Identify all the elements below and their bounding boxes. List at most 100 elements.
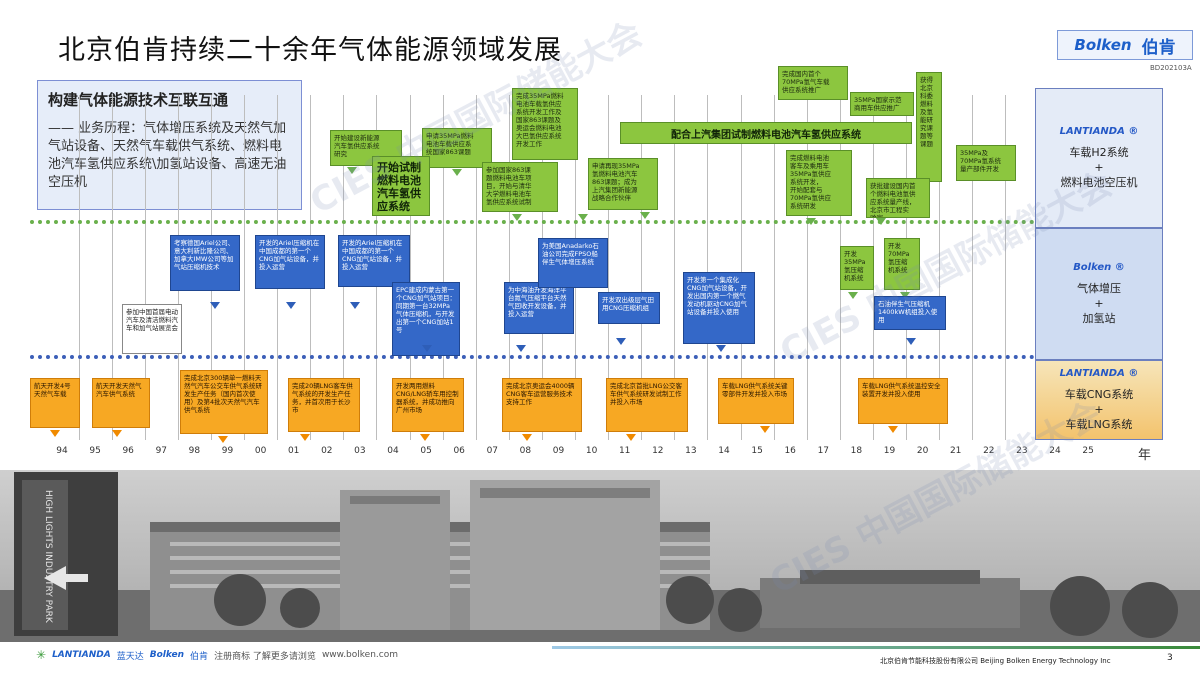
bolken-logo: Bolken ® [1073,262,1125,273]
page-number: 3 [1167,653,1173,663]
milestone-vehicle-gas: 航天开发天然气汽车供气系统 [92,378,150,428]
footer-brand-bolken: Bolken [149,650,185,660]
year-gridline [707,95,709,440]
year-gridline [972,95,974,440]
footer-brand-lantianda-cn: 蓝天达 [116,651,144,662]
year-gridline [244,95,246,440]
panel-line: + [1094,297,1104,310]
year-gridline [608,95,610,440]
panel-line: 加氢站 [1082,312,1116,325]
year-label: 06 [453,446,465,456]
year-label: 04 [387,446,399,456]
park-sign-text: HIGH LIGHTS INDUSTRY PARK [43,490,53,624]
panel-line: 燃料电池空压机 [1060,176,1138,189]
marker-triangle-icon [512,214,522,221]
year-gridline [409,95,411,440]
marker-triangle-icon [516,345,526,352]
marker-triangle-icon [900,292,910,299]
year-label: 09 [552,446,565,456]
milestone-hydrogen: 申请再现35MPa 氢燃料电池汽车 863课题；成为 上汽集团新能源 战略合作伙… [588,158,658,210]
year-label: 19 [883,446,896,456]
milestone-hydrogen: 参加国家863课 题燃料电池车项 目，开始与清华 大学燃料电池车 氢供应系统试制 [482,162,558,212]
milestone-hydrogen: 完成燃料电池 客车及乘用车 35MPa氢供应 系统开发， 开始配套与 70MPa… [786,150,852,216]
year-label: 17 [817,446,830,456]
year-label: 02 [321,446,333,456]
year-label: 25 [1082,446,1094,456]
milestone-vehicle-gas: 车载LNG供气系统关键零部件开发并投入市场 [718,378,794,424]
marker-triangle-icon [420,434,430,441]
milestone-compressor: 开发的Ariel压缩机在中国成都的第一个CNG加气站设备，并投入运营 [338,235,410,287]
marker-triangle-icon [876,218,886,225]
marker-triangle-icon [616,338,626,345]
milestone-compressor: 为美国Anadarko石油公司完成FPSO船伴生气体增压系统 [538,238,608,288]
panel-line: 车载H2系统 [1069,146,1129,159]
marker-triangle-icon [716,345,726,352]
marker-triangle-icon [760,426,770,433]
year-label: 00 [254,446,267,456]
marker-triangle-icon [888,426,898,433]
milestone-hydrogen: 获批建设国内首 个燃料电池氢供 应系统量产线， 北京市工程实 验室 [866,178,930,218]
milestone-vehicle-gas: 完成20辆LNG客车供气系统的开发生产任务，并首次用于长沙市 [288,378,360,432]
year-label: 95 [89,446,101,456]
milestone-compressor: 开发双出级层气田用CNG压缩机组 [598,292,660,324]
year-label: 94 [56,446,68,456]
marker-triangle-icon [210,302,220,309]
year-gridline [111,95,113,440]
milestone-compressor: 为中海油开发海洋平台氮气压缩平台天然气回收开发设备，并投入运营 [504,282,574,334]
marker-triangle-icon [347,167,357,174]
milestone-vehicle-gas: 车载LNG供气系统温控安全装置开发并投入使用 [858,378,948,424]
year-label: 21 [949,446,962,456]
year-label: 16 [784,446,796,456]
milestone-hydrogen: 完成国内首个 70MPa氢气车载 供应系统推广 [778,66,848,100]
footer-accent-line [552,646,1200,649]
year-label: 03 [354,446,366,456]
panel-line: + [1094,161,1104,174]
milestone-start-fuel-cell: 开始试制 燃料电池 汽车氢供 应系统 [372,156,430,216]
year-label: 23 [1016,446,1028,456]
year-label: 05 [420,446,432,456]
year-label: 14 [718,446,730,456]
marker-triangle-icon [806,218,816,225]
year-gridline [1005,95,1007,440]
year-gridline [508,95,510,440]
marker-triangle-icon [300,434,310,441]
milestone-vehicle-gas: 完成北京奥运会4000辆CNG客车运营服务技术支持工作 [502,378,582,432]
milestone-hydrogen: 35MPa国家示范 商用车供应推广 [850,92,914,116]
year-label: 96 [122,446,134,456]
year-label: 07 [486,446,499,456]
green-dotted-divider [30,220,1035,224]
year-gridline [442,95,444,440]
intro-text: —— 业务历程：气体增压系统及天然气加气站设备、天然气车载供气系统、燃料电池汽车… [48,121,287,190]
year-label: 22 [983,446,995,456]
panel-line: 车载LNG系统 [1065,418,1133,431]
marker-triangle-icon [906,338,916,345]
axis-unit: 年 [1138,448,1152,463]
panel-section-h2: LANTIANDA ® 车载H2系统 + 燃料电池空压机 [1035,88,1163,228]
panel-section-compression: Bolken ® 气体增压 + 加氢站 [1035,228,1163,360]
saic-banner-text: 配合上汽集团试制燃料电池汽车氢供应系统 [671,129,861,141]
year-gridline [475,95,477,440]
milestone-compressor: EPC建成内蒙古第一个CNG加气站项目：同期第一台32MPa气体压缩机，与开发出… [392,282,460,356]
milestone-hydrogen: 开发 35MPa 氢压缩 机系统 [840,246,874,290]
year-label: 10 [585,446,598,456]
year-label: 24 [1049,446,1061,456]
year-gridline [939,95,941,440]
year-gridline [740,95,742,440]
marker-triangle-icon [350,302,360,309]
milestone-vehicle-gas: 开发两用燃料CNG/LNG轿车用控制器系统，并成功推向广州市场 [392,378,464,432]
footer-company: 北京伯肯节能科技股份有限公司 Beijing Bolken Energy Tec… [880,657,1111,665]
milestone-hydrogen: 开发 70MPa 氢压缩 机系统 [884,238,920,290]
year-gridline [773,95,775,440]
marker-triangle-icon [848,292,858,299]
year-gridline [674,95,676,440]
footer-url-link[interactable]: www.bolken.com [321,650,398,660]
milestone-hydrogen: 完成35MPa燃料 电池车载氢供应 系统开发工作及 国家863课题及 奥运会燃料… [512,88,578,160]
year-gridline [78,95,80,440]
marker-triangle-icon [578,214,588,221]
year-label: 20 [916,446,929,456]
year-label: 08 [519,446,532,456]
year-label: 13 [685,446,697,456]
year-label: 12 [652,446,664,456]
milestone-compressor: 开发第一个集成化CNG加气站设备，开发出国内第一个燃气发动机驱动CNG加气站设备… [683,272,755,344]
